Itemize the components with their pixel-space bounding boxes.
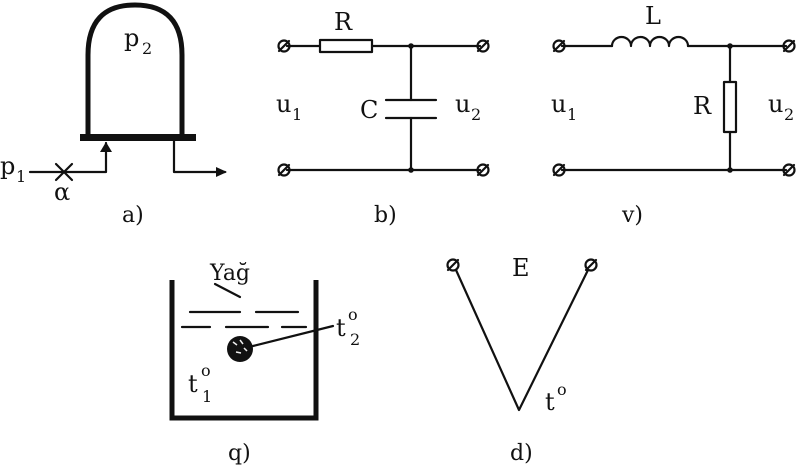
outlet-pipe: [172, 139, 227, 174]
inductor-symbol: [610, 35, 690, 48]
thermocouple-terminal-left: [446, 258, 460, 272]
output-terminal-top: [476, 39, 490, 53]
resistor-symbol: [318, 38, 374, 54]
input-terminal-top: [277, 39, 291, 53]
p2-label: p: [124, 24, 139, 52]
node-bottom: [727, 167, 733, 173]
emf-label: E: [512, 254, 530, 282]
resistor-symbol: [722, 80, 738, 134]
oil-leader-line: [213, 282, 242, 299]
caption-d: d): [510, 441, 533, 466]
input-terminal-bottom: [277, 163, 291, 177]
inlet-arrow: [100, 142, 112, 152]
resistor-label: R: [334, 8, 353, 36]
caption-v: v): [621, 203, 643, 228]
panel-v: L R u 1 u 2 v): [551, 2, 796, 228]
p2-subscript: 2: [142, 39, 152, 58]
junction-temp-superscript: o: [557, 380, 567, 399]
output-terminal-bottom: [782, 163, 796, 177]
node-bottom: [408, 167, 414, 173]
panel-b: R C u 1 u 2 b): [276, 8, 490, 228]
node-top: [727, 43, 733, 49]
thermocouple-wires: [454, 268, 590, 412]
u1-label: u: [551, 90, 566, 118]
p1-subscript: 1: [16, 167, 26, 186]
u2-subscript: 2: [471, 105, 481, 124]
output-terminal-bottom: [476, 163, 490, 177]
caption-b: b): [374, 203, 397, 228]
input-terminal-top: [552, 39, 566, 53]
u1-subscript: 1: [567, 105, 577, 124]
u2-subscript: 2: [784, 105, 794, 124]
immersed-ball: [227, 336, 253, 362]
alpha-label: α: [54, 178, 70, 206]
panel-d: E t o d): [446, 254, 598, 466]
inlet-pipe: [28, 141, 108, 174]
throttle-valve-icon: [54, 162, 74, 182]
caption-q: q): [228, 441, 251, 466]
vessel-base: [80, 134, 196, 141]
bath-container: [169, 280, 319, 421]
oil-label: Yağ: [209, 261, 250, 286]
u1-label: u: [276, 90, 291, 118]
outlet-arrow: [216, 167, 227, 177]
t2-subscript: 2: [350, 330, 360, 349]
u2-label: u: [768, 90, 783, 118]
output-terminal-top: [782, 39, 796, 53]
node-top: [408, 43, 414, 49]
panel-a: p 2 p 1 α a): [0, 2, 227, 228]
capacitor-symbol: [384, 98, 438, 120]
input-terminal-bottom: [552, 163, 566, 177]
u2-label: u: [455, 90, 470, 118]
caption-a: a): [122, 203, 144, 228]
t2-label: t: [336, 314, 346, 342]
ball-texture: [232, 339, 248, 354]
resistor-label: R: [693, 92, 712, 120]
t1-subscript: 1: [202, 387, 212, 406]
capacitor-label: C: [360, 96, 378, 124]
junction-temp-label: t: [545, 388, 555, 416]
vessel-dome: [85, 2, 185, 138]
inductor-label: L: [645, 2, 661, 30]
u1-subscript: 1: [292, 105, 302, 124]
ball-leader-line: [251, 324, 335, 348]
thermocouple-terminal-right: [584, 258, 598, 272]
t1-superscript: o: [201, 361, 211, 380]
p1-label: p: [0, 152, 15, 180]
t1-label: t: [188, 370, 198, 398]
panel-q: Yağ t o 2 t o 1 q): [169, 261, 360, 466]
t2-superscript: o: [348, 305, 358, 324]
